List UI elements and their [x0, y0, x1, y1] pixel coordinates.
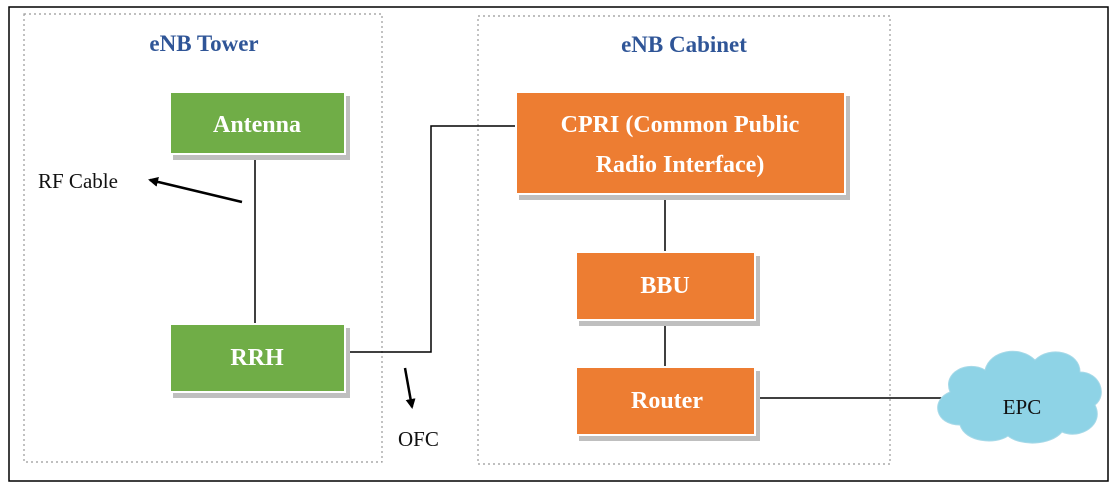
ofc-arrow	[403, 367, 416, 409]
rf-cable-arrow	[148, 176, 243, 204]
epc-cloud: EPC	[937, 350, 1102, 444]
cabinet-group-title: eNB Cabinet	[621, 32, 747, 57]
ofc-line	[342, 125, 516, 353]
rrh-label: RRH	[230, 345, 284, 371]
tower-group-title: eNB Tower	[149, 31, 258, 56]
tower-group-box	[23, 13, 383, 463]
rrh-node: RRH	[169, 323, 346, 393]
router-label: Router	[631, 388, 703, 414]
bbu-label: BBU	[640, 273, 689, 299]
outer-frame	[8, 6, 1109, 482]
epc-label: EPC	[1003, 395, 1042, 419]
cabinet-group-box	[477, 15, 891, 465]
cpri-label-line1: CPRI (Common Public	[561, 112, 800, 138]
ofc-label: OFC	[398, 427, 439, 451]
bbu-node: BBU	[575, 251, 756, 321]
cloud-shape	[937, 350, 1102, 444]
cpri-node: CPRI (Common Public Radio Interface)	[515, 91, 846, 195]
cpri-label-line2: Radio Interface)	[596, 152, 765, 178]
antenna-node: Antenna	[169, 91, 346, 155]
rf-cable-label: RF Cable	[38, 169, 118, 193]
router-node: Router	[575, 366, 756, 436]
antenna-label: Antenna	[213, 112, 301, 138]
